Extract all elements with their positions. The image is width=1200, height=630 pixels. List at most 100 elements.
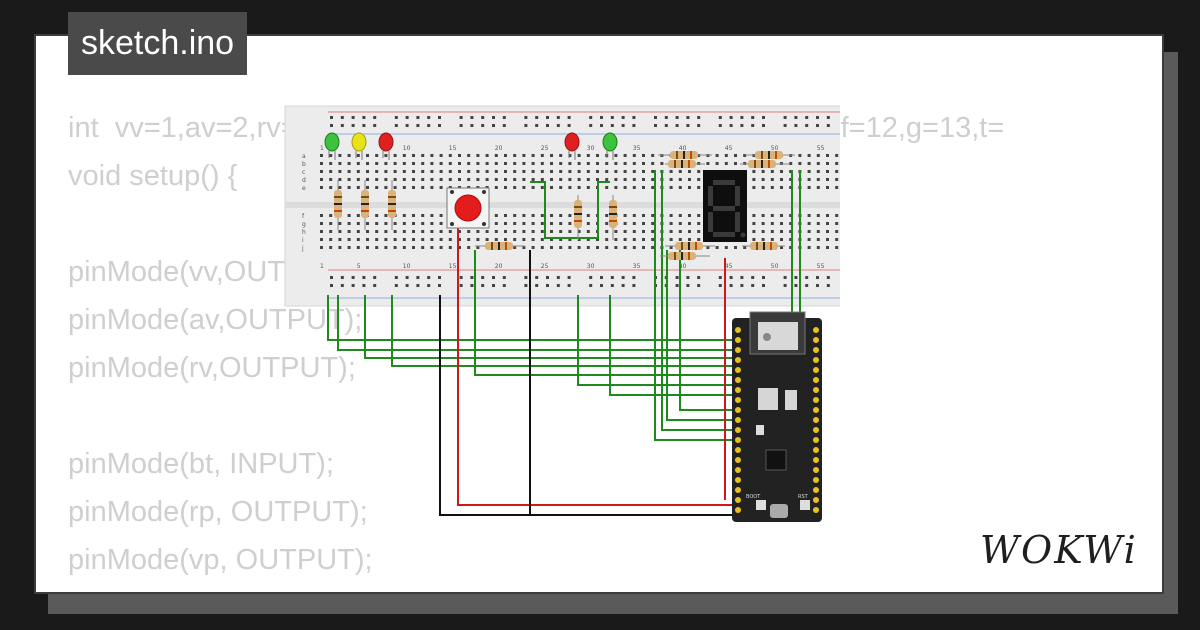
wokwi-logo: WOKWi	[980, 528, 1138, 572]
board-pin[interactable]	[813, 367, 819, 373]
column-number: 50	[771, 263, 779, 270]
board-pin[interactable]	[813, 397, 819, 403]
column-number: 5	[357, 263, 361, 270]
resistor-icon[interactable]	[665, 242, 715, 250]
board-pin[interactable]	[813, 417, 819, 423]
board-pin[interactable]	[813, 387, 819, 393]
board-pin[interactable]	[735, 467, 741, 473]
led-icon[interactable]	[564, 132, 580, 160]
board-pin[interactable]	[735, 357, 741, 363]
row-letter: a	[302, 153, 306, 160]
wire-black-1	[439, 295, 735, 516]
board-pin[interactable]	[813, 377, 819, 383]
board-pin[interactable]	[735, 397, 741, 403]
resistor-icon[interactable]	[745, 151, 795, 159]
led-icon[interactable]	[351, 132, 367, 160]
column-number: 35	[633, 263, 641, 270]
resistor-icon[interactable]	[740, 160, 790, 168]
resistor-icon[interactable]	[334, 180, 342, 230]
column-number: 20	[495, 145, 503, 152]
code-line: pinMode(bt, INPUT);	[68, 448, 334, 480]
board-pin[interactable]	[735, 497, 741, 503]
column-number: 1	[320, 145, 324, 152]
row-letter: h	[302, 229, 306, 236]
led-icon[interactable]	[602, 132, 618, 160]
resistor-icon[interactable]	[660, 252, 710, 260]
column-number: 1	[320, 263, 324, 270]
board-pin[interactable]	[735, 447, 741, 453]
row-letter: c	[302, 169, 305, 176]
column-number: 10	[403, 263, 411, 270]
column-number: 30	[587, 263, 595, 270]
resistor-icon[interactable]	[361, 180, 369, 230]
column-number: 25	[541, 263, 549, 270]
board-pin[interactable]	[735, 457, 741, 463]
board-pin[interactable]	[813, 427, 819, 433]
row-letter: e	[302, 185, 306, 192]
row-letter: f	[302, 213, 305, 220]
board-pin[interactable]	[813, 447, 819, 453]
resistor-icon[interactable]	[658, 151, 712, 159]
board-pin[interactable]	[813, 347, 819, 353]
wire-red-1	[457, 210, 735, 506]
board-pin[interactable]	[735, 477, 741, 483]
rst-label: RST	[798, 494, 809, 500]
column-number: 15	[449, 263, 457, 270]
board-pin[interactable]	[813, 497, 819, 503]
code-line: pinMode(rp, OUTPUT);	[68, 496, 368, 528]
board-pin[interactable]	[735, 407, 741, 413]
wire-green-8	[654, 170, 735, 441]
column-number: 25	[541, 145, 549, 152]
resistor-icon[interactable]	[665, 160, 705, 168]
file-tab-label: sketch.ino	[81, 24, 235, 62]
board-pin[interactable]	[735, 367, 741, 373]
wire-green-5	[474, 250, 735, 376]
board-pin[interactable]	[813, 437, 819, 443]
board-pin[interactable]	[735, 387, 741, 393]
wire-green-1	[327, 295, 735, 341]
wire-green-7	[609, 295, 735, 396]
file-tab[interactable]: sketch.ino	[68, 12, 248, 75]
board-pin[interactable]	[813, 357, 819, 363]
board-pin[interactable]	[813, 337, 819, 343]
board-pin[interactable]	[813, 477, 819, 483]
wire-green-3	[364, 295, 735, 359]
board-pin[interactable]	[813, 457, 819, 463]
led-icon[interactable]	[324, 132, 340, 160]
board-pin[interactable]	[813, 507, 819, 513]
board-pin[interactable]	[735, 417, 741, 423]
resistor-icon[interactable]	[388, 180, 396, 230]
column-number: 10	[403, 145, 411, 152]
seven-segment-display-icon[interactable]	[703, 170, 747, 242]
column-number: 30	[587, 145, 595, 152]
resistor-icon[interactable]	[742, 242, 785, 250]
row-letter: j	[301, 245, 304, 252]
circuit-diagram: 1510152025303540455055601510152025303540…	[284, 105, 840, 522]
board-pin[interactable]	[735, 507, 741, 513]
board-pin[interactable]	[735, 377, 741, 383]
breadboard: 1510152025303540455055601510152025303540…	[284, 105, 840, 307]
resistor-icon[interactable]	[475, 242, 525, 250]
wire-green-11	[679, 250, 735, 411]
board-pin[interactable]	[735, 327, 741, 333]
resistor-icon[interactable]	[609, 195, 617, 240]
board-pin[interactable]	[735, 487, 741, 493]
board-pin[interactable]	[735, 337, 741, 343]
board-pin[interactable]	[813, 487, 819, 493]
board-pin[interactable]	[735, 347, 741, 353]
wire-green-2	[337, 295, 735, 351]
wire-green-4	[391, 295, 735, 367]
column-number: 40	[679, 145, 687, 152]
column-number: 50	[771, 145, 779, 152]
resistor-icon[interactable]	[574, 195, 582, 240]
led-icon[interactable]	[378, 132, 394, 160]
board-pin[interactable]	[735, 427, 741, 433]
board-pin[interactable]	[813, 467, 819, 473]
board-pin[interactable]	[813, 327, 819, 333]
column-number: 15	[449, 145, 457, 152]
board-pin[interactable]	[813, 407, 819, 413]
board-pin[interactable]	[735, 437, 741, 443]
wire-green-6	[577, 295, 735, 386]
push-button-icon[interactable]	[446, 187, 490, 229]
esp32-board-icon[interactable]: BOOT RST	[732, 311, 822, 522]
